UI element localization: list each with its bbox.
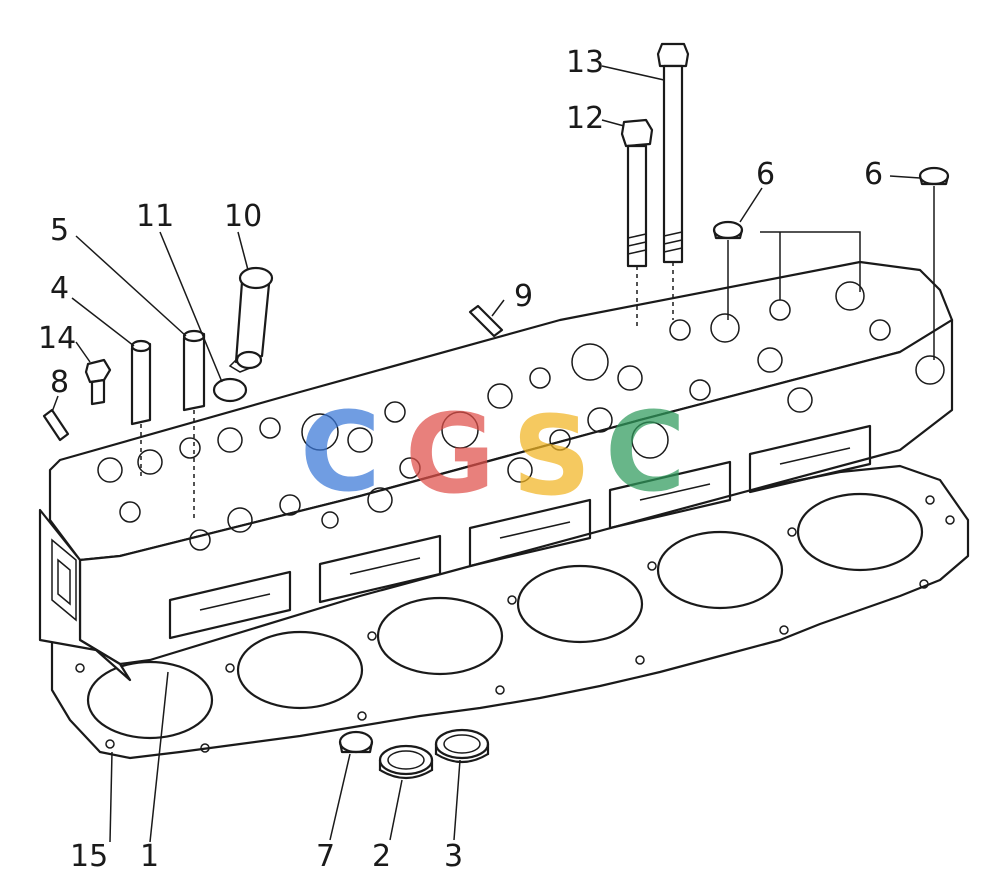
- watermark-letter: G: [405, 390, 495, 518]
- callout-13: 13: [566, 45, 604, 80]
- callout-3: 3: [444, 839, 463, 874]
- callout-7: 7: [316, 839, 335, 874]
- callout-15: 15: [70, 839, 108, 874]
- part-3-seal: [434, 728, 490, 764]
- part-13-long-head-bolt: [656, 42, 690, 320]
- callout-5: 5: [50, 213, 69, 248]
- part-2-seal: [378, 744, 434, 780]
- callout-11: 11: [136, 199, 174, 234]
- callout-12: 12: [566, 101, 604, 136]
- callout-2: 2: [372, 839, 391, 874]
- part-9-dowel: [468, 304, 504, 338]
- part-11-o-ring: [212, 377, 248, 403]
- callout-9: 9: [514, 279, 533, 314]
- part-4-tube: [130, 339, 152, 480]
- part-10-injector-sleeve: [228, 266, 274, 373]
- callout-6-right: 6: [864, 157, 883, 192]
- callout-10: 10: [224, 199, 262, 234]
- part-14-bolt: [84, 358, 112, 406]
- part-7-plug: [338, 730, 374, 754]
- callout-4: 4: [50, 271, 69, 306]
- callout-14: 14: [38, 321, 76, 356]
- part-12-head-bolt: [620, 118, 654, 330]
- leader-lines: [51, 65, 921, 843]
- callout-1: 1: [140, 839, 159, 874]
- watermark-letter: C: [300, 388, 381, 516]
- part-6-plug-a: [712, 220, 861, 320]
- watermark-letter: S: [512, 392, 591, 520]
- part-5-tube: [182, 329, 206, 520]
- watermark: C G S C: [300, 388, 686, 520]
- watermark-letter: C: [605, 388, 686, 516]
- part-8-pin: [42, 408, 70, 442]
- callout-6-upper: 6: [756, 157, 775, 192]
- cylinder-head: [38, 260, 954, 682]
- callout-8: 8: [50, 365, 69, 400]
- part-6-plug-b: [918, 166, 950, 360]
